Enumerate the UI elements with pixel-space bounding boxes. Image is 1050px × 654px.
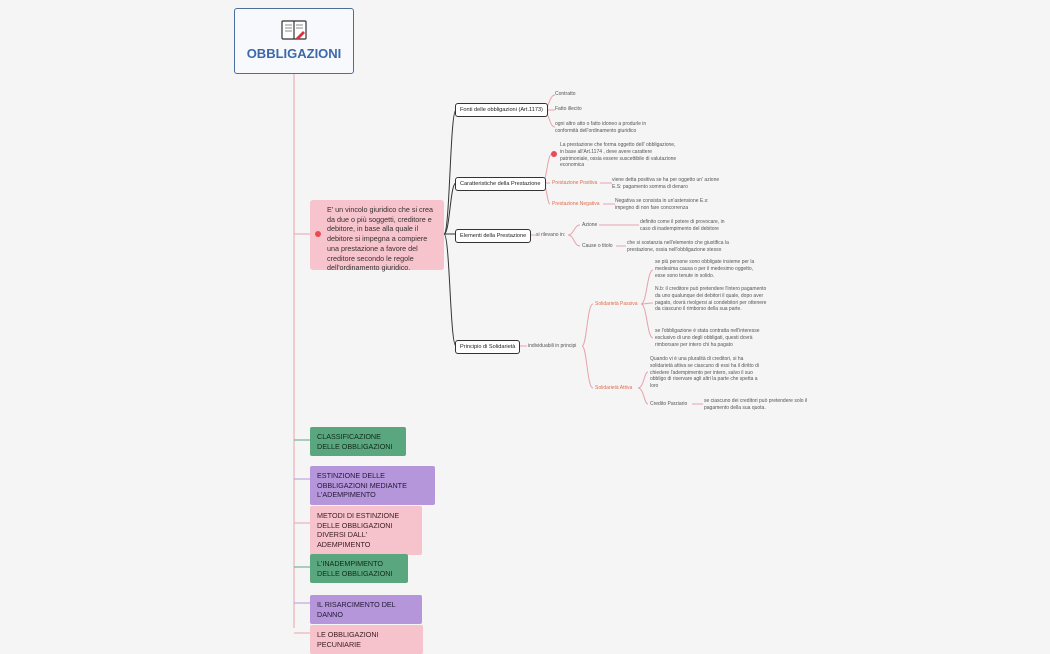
definition-text: E' un vincolo giuridico che si crea da d… bbox=[327, 205, 434, 273]
topic-inadempimento[interactable]: L'INADEMPIMENTO DELLE OBBLIGAZIONI bbox=[310, 554, 408, 584]
solidarieta-connector: individuabili in principi bbox=[528, 343, 577, 349]
solidarieta-label: Principio di Solidarietà bbox=[460, 344, 516, 350]
credito-parziario-text: se ciascuno dei creditori può pretendere… bbox=[704, 398, 808, 411]
fonti-item-altro-atto: ogni altro atto o fatto idoneo a produrl… bbox=[555, 121, 647, 134]
fonti-node[interactable]: Fonti delle obbligazioni (Art.1173) bbox=[455, 103, 548, 117]
fonti-label: Fonti delle obbligazioni (Art.1173) bbox=[460, 107, 543, 113]
topic-label: ESTINZIONE DELLE OBBLIGAZIONI MEDIANTE L… bbox=[317, 471, 407, 500]
elementi-node[interactable]: Elementi della Prestazione bbox=[455, 229, 532, 243]
topic-risarcimento[interactable]: IL RISARCIMENTO DEL DANNO bbox=[310, 595, 422, 625]
prestazione-positiva-text: viene detta positiva se ha per oggetto u… bbox=[612, 177, 720, 190]
elementi-label: Elementi della Prestazione bbox=[460, 233, 527, 239]
book-icon bbox=[281, 20, 307, 40]
causa-text: che si sostanzia nell'elemento che giust… bbox=[627, 240, 729, 253]
fonti-item-fatto-illecito: Fatto illecito bbox=[555, 106, 582, 112]
topic-obbligazioni-pecuniarie[interactable]: LE OBBLIGAZIONI PECUNIARIE bbox=[310, 625, 423, 654]
solidarieta-attiva-text: Quando vi è una pluralità di creditori, … bbox=[650, 356, 759, 389]
caratteristiche-node[interactable]: Caratteristiche della Prestazione bbox=[455, 177, 546, 191]
solidarieta-passiva-text-3: se l'obbligazione è stata contratta nell… bbox=[655, 328, 760, 348]
definition-topic[interactable]: E' un vincolo giuridico che si crea da d… bbox=[310, 200, 444, 273]
topic-classificazione[interactable]: CLASSIFICAZIONE DELLE OBBLIGAZIONI bbox=[310, 427, 406, 457]
causa-label[interactable]: Cause o titolo bbox=[582, 243, 613, 249]
solidarieta-passiva-text-1: se più persone sono obbligate insieme pe… bbox=[655, 259, 755, 279]
topic-label: L'INADEMPIMENTO DELLE OBBLIGAZIONI bbox=[317, 559, 393, 578]
topic-label: METODI DI ESTINZIONE DELLE OBBLIGAZIONI … bbox=[317, 511, 400, 550]
solidarieta-passiva-label[interactable]: Solidarietà Passiva bbox=[595, 301, 638, 307]
topic-metodi-estinzione[interactable]: METODI DI ESTINZIONE DELLE OBBLIGAZIONI … bbox=[310, 506, 422, 555]
topic-label: IL RISARCIMENTO DEL DANNO bbox=[317, 600, 396, 619]
credito-parziario-label[interactable]: Credito Parziario bbox=[650, 401, 688, 407]
caratteristiche-note: La prestazione che forma oggetto dell' o… bbox=[560, 142, 677, 169]
note-dot bbox=[551, 151, 557, 157]
prestazione-negativa-label[interactable]: Prestazione Negativa bbox=[552, 201, 600, 207]
prestazione-negativa-text: Negativa se consista in un'astensione E.… bbox=[615, 198, 709, 211]
azione-text: definito come il potere di provocare, in… bbox=[640, 219, 725, 232]
solidarieta-node[interactable]: Principio di Solidarietà bbox=[455, 340, 521, 354]
topic-label: CLASSIFICAZIONE DELLE OBBLIGAZIONI bbox=[317, 432, 393, 451]
root-title: OBBLIGAZIONI bbox=[246, 46, 342, 61]
caratteristiche-label: Caratteristiche della Prestazione bbox=[460, 181, 541, 187]
topic-estinzione-adempimento[interactable]: ESTINZIONE DELLE OBBLIGAZIONI MEDIANTE L… bbox=[310, 466, 435, 506]
elementi-connector: si rilevano in: bbox=[536, 232, 566, 238]
topic-label: LE OBBLIGAZIONI PECUNIARIE bbox=[317, 630, 379, 649]
azione-label[interactable]: Azione bbox=[582, 222, 598, 228]
fonti-item-contratto: Contratto bbox=[555, 91, 576, 97]
solidarieta-attiva-label[interactable]: Solidarietà Attiva bbox=[595, 385, 633, 391]
prestazione-positiva-label[interactable]: Prestazione Positiva bbox=[552, 180, 598, 186]
solidarieta-passiva-text-2: N.b: il creditore può pretendere l'inter… bbox=[655, 286, 767, 313]
root-topic[interactable]: OBBLIGAZIONI bbox=[234, 8, 354, 74]
marker-dot bbox=[315, 231, 321, 237]
